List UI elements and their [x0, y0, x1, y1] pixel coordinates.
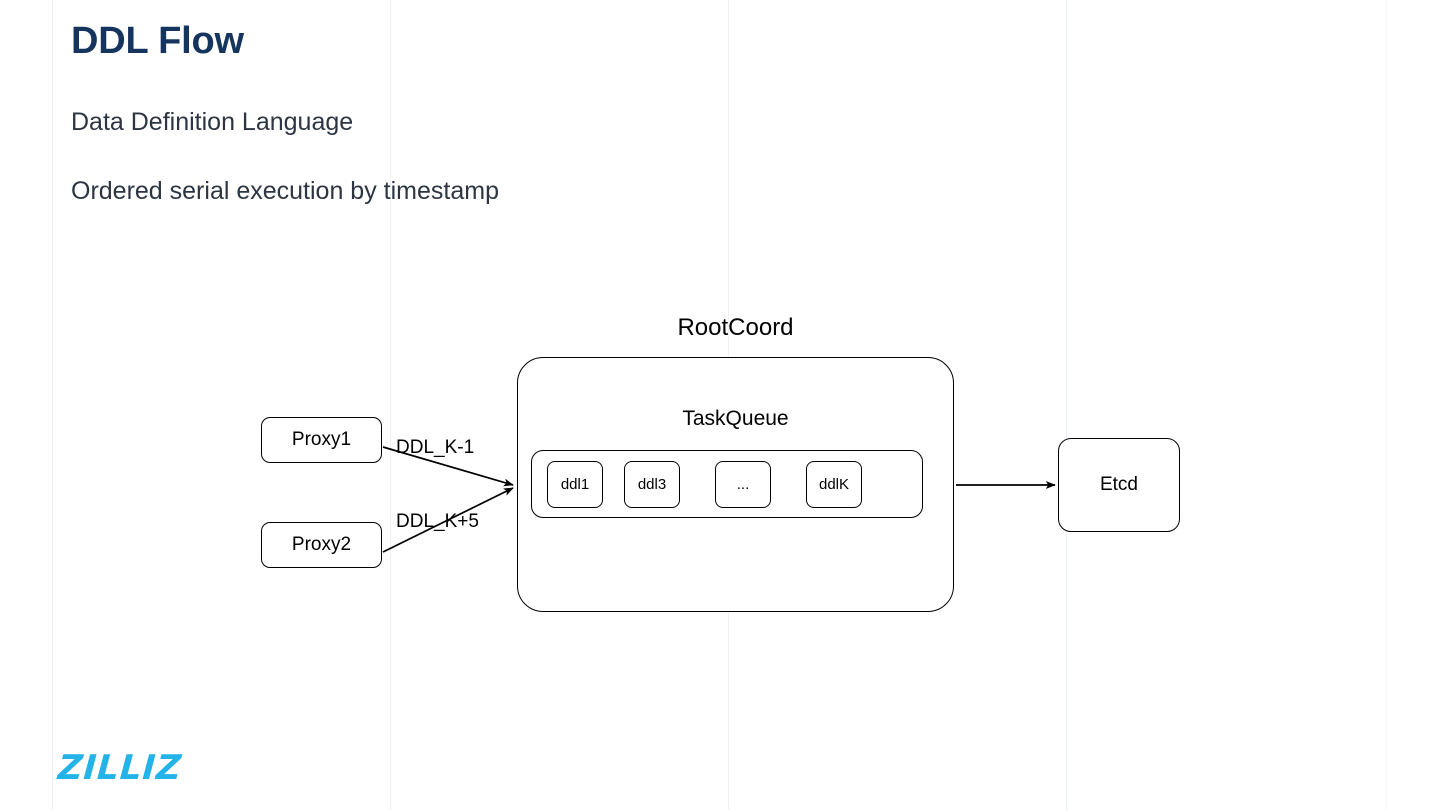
background-grid-line [390, 0, 391, 810]
zilliz-logo: ZILLIZ [56, 748, 184, 788]
queue-item-label: ddl1 [560, 475, 590, 493]
subtitle-line-1: Data Definition Language [71, 108, 354, 136]
queue-item[interactable]: ddl3 [624, 460, 680, 508]
queue-item-label: ddlK [818, 475, 850, 493]
node-proxy1[interactable]: Proxy1 [261, 417, 382, 463]
queue-item[interactable]: ddl1 [547, 460, 603, 508]
edge-proxy2-to-rootcoord [382, 487, 514, 553]
taskqueue-items: ddl1 ddl3 ... ddlK [531, 450, 923, 518]
node-etcd-label: Etcd [1099, 474, 1139, 495]
background-grid-line [1066, 0, 1067, 810]
page-title: DDL Flow [71, 20, 244, 62]
queue-item-label: ... [736, 475, 750, 493]
taskqueue-title: TaskQueue [682, 407, 789, 430]
edge-proxy1-to-rootcoord [382, 446, 514, 487]
node-proxy1-label: Proxy1 [291, 429, 352, 450]
node-proxy2[interactable]: Proxy2 [261, 522, 382, 568]
rootcoord-title: RootCoord [677, 314, 794, 341]
background-grid-line [1386, 0, 1387, 810]
queue-item[interactable]: ddlK [806, 460, 862, 508]
edge-label-ddl-k-plus-5: DDL_K+5 [396, 511, 479, 532]
node-etcd[interactable]: Etcd [1058, 438, 1180, 532]
subtitle-line-2: Ordered serial execution by timestamp [71, 177, 499, 205]
queue-item[interactable]: ... [715, 460, 771, 508]
node-proxy2-label: Proxy2 [291, 534, 352, 555]
edge-label-ddl-k-minus-1: DDL_K-1 [396, 437, 475, 458]
background-grid-line [52, 0, 53, 810]
queue-item-label: ddl3 [637, 475, 667, 493]
